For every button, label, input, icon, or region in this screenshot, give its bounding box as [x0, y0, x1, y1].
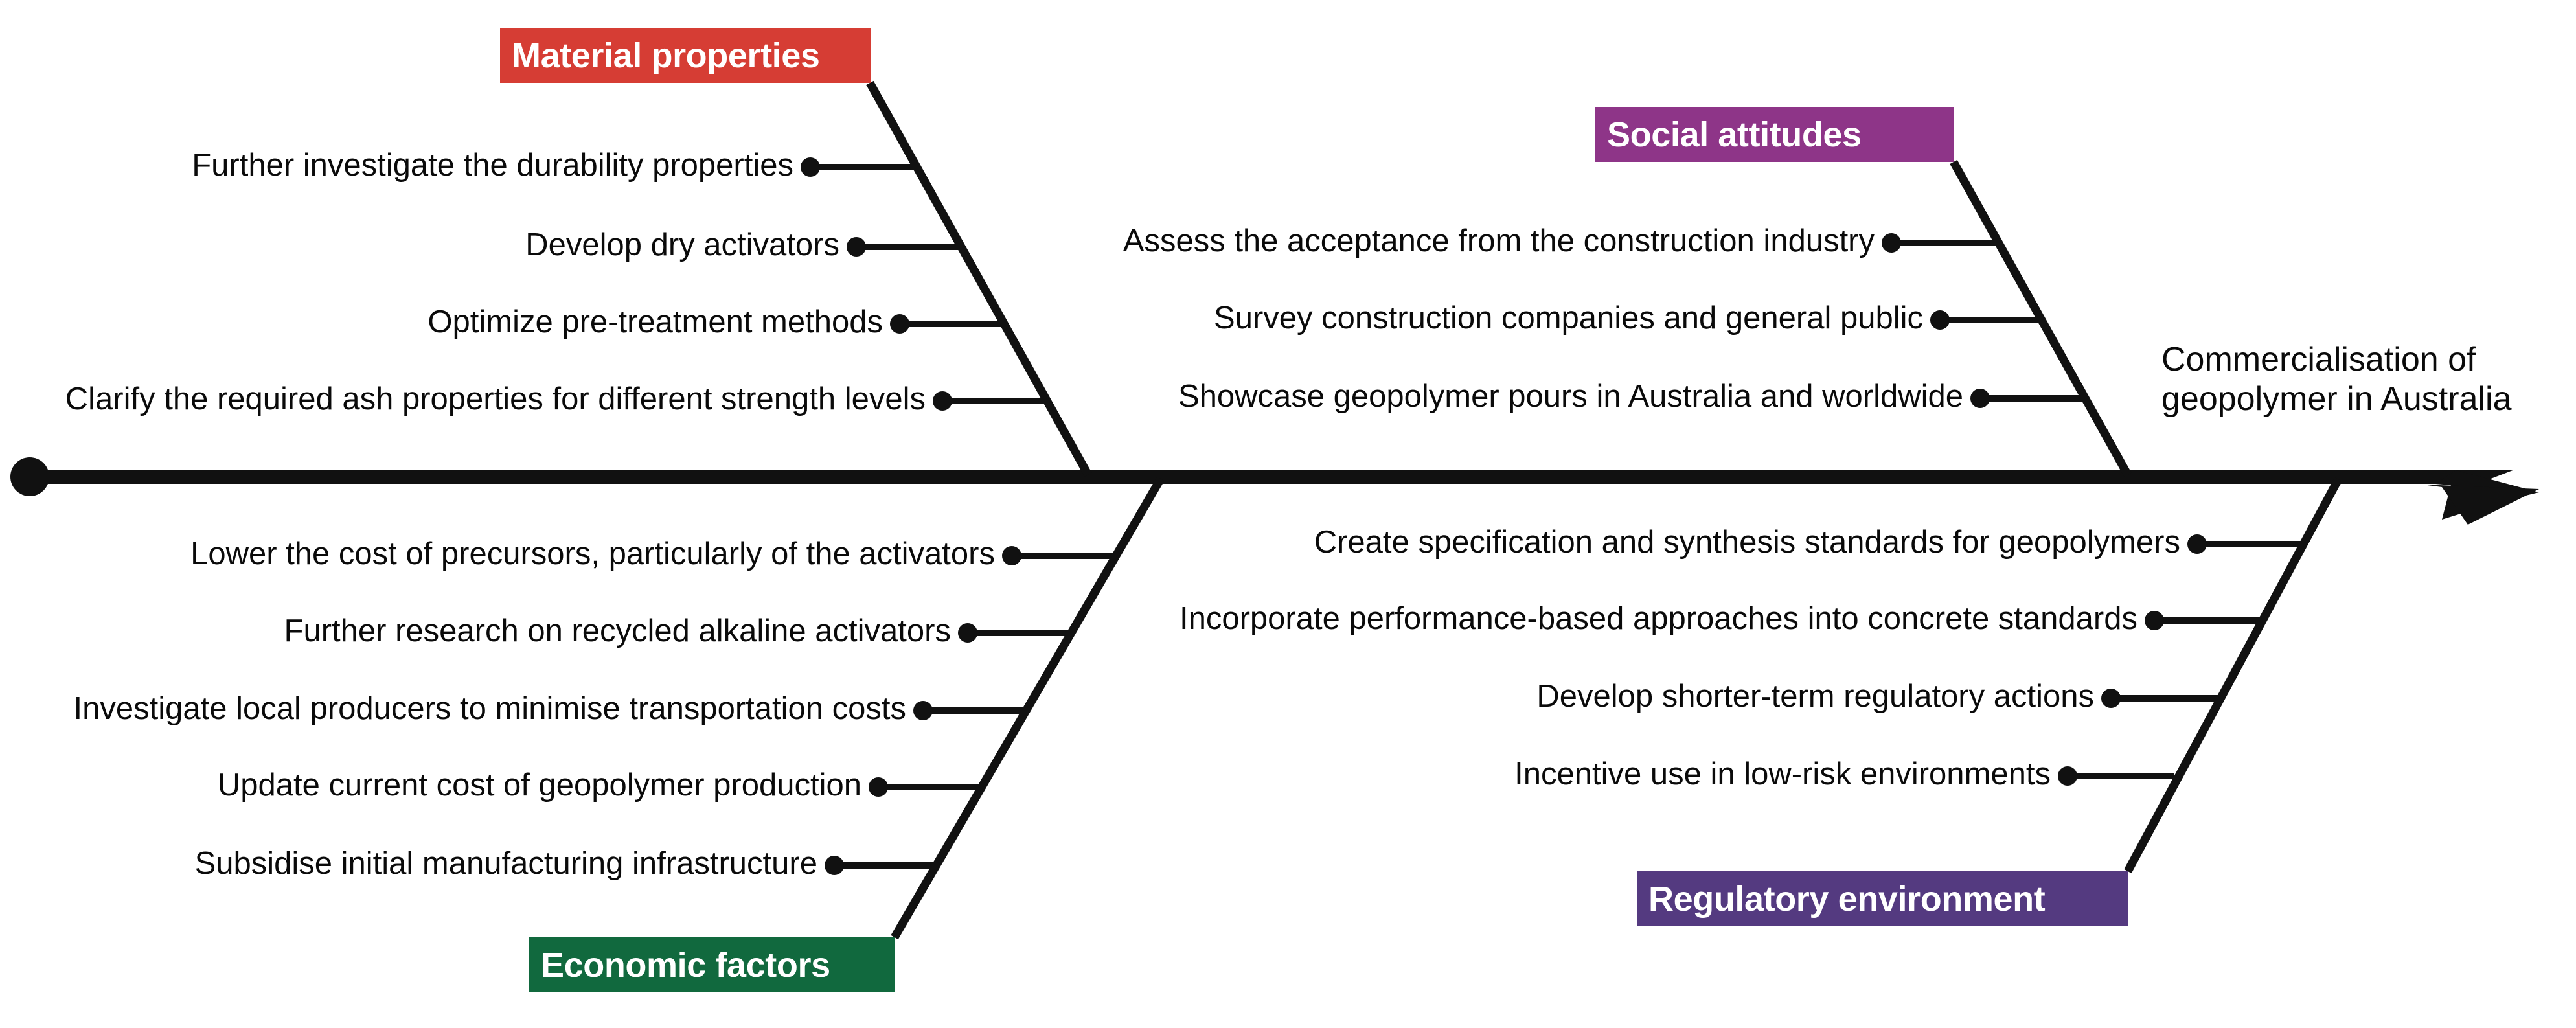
connector-dot — [825, 856, 844, 875]
connector-dot — [913, 701, 933, 720]
spine-arrow-wedge — [2422, 485, 2539, 525]
cause-economic-factors-5: Subsidise initial manufacturing infrastr… — [194, 846, 817, 881]
spine-group — [10, 457, 2539, 525]
branch-economic-factors — [825, 476, 1165, 940]
connector-dot — [2145, 611, 2164, 630]
connector-dot — [1002, 546, 1021, 565]
effect-head-text: Commercialisation of geopolymer in Austr… — [2161, 340, 2512, 420]
category-label-regulatory-environment[interactable]: Regulatory environment — [1637, 871, 2128, 926]
cause-material-properties-1: Further investigate the durability prope… — [192, 148, 793, 183]
connector-dot — [2187, 534, 2207, 554]
effect-line-1: Commercialisation of — [2161, 341, 2476, 378]
category-label-text: Material properties — [512, 36, 820, 75]
category-label-text: Social attitudes — [1607, 115, 1862, 154]
connector-dot — [2058, 766, 2077, 786]
branch-regulatory-environment — [2058, 477, 2342, 874]
cause-material-properties-3: Optimize pre-treatment methods — [427, 304, 883, 339]
cause-regulatory-environment-3: Develop shorter-term regulatory actions — [1536, 679, 2094, 714]
spine-arrow-head-fill — [2435, 470, 2539, 501]
category-label-social-attitudes[interactable]: Social attitudes — [1595, 107, 1954, 162]
connector-dot — [958, 623, 977, 643]
cause-material-properties-2: Develop dry activators — [525, 227, 839, 262]
category-label-material-properties[interactable]: Material properties — [500, 28, 871, 83]
cause-economic-factors-1: Lower the cost of precursors, particular… — [190, 536, 995, 571]
cause-social-attitudes-1: Assess the acceptance from the construct… — [1123, 223, 1875, 258]
cause-social-attitudes-2: Survey construction companies and genera… — [1214, 301, 1923, 336]
cause-social-attitudes-3: Showcase geopolymer pours in Australia a… — [1178, 379, 1963, 414]
connector-dot — [869, 777, 888, 797]
cause-regulatory-environment-2: Incorporate performance-based approaches… — [1179, 601, 2137, 636]
connector-dot — [1882, 233, 1901, 253]
connector-dot — [933, 391, 952, 411]
category-label-economic-factors[interactable]: Economic factors — [529, 937, 895, 992]
category-label-text: Regulatory environment — [1648, 879, 2046, 919]
cause-material-properties-4: Clarify the required ash properties for … — [65, 382, 926, 417]
effect-line-2: geopolymer in Australia — [2161, 380, 2512, 418]
connector-dot — [1930, 310, 1950, 330]
connector-dot — [847, 237, 866, 257]
category-label-text: Economic factors — [541, 945, 830, 985]
cause-regulatory-environment-4: Incentive use in low-risk environments — [1514, 757, 2051, 792]
cause-economic-factors-4: Update current cost of geopolymer produc… — [217, 768, 861, 803]
connector-dot — [1970, 389, 1990, 408]
connector-dot — [801, 157, 820, 177]
connector-dot — [890, 314, 909, 334]
cause-economic-factors-3: Investigate local producers to minimise … — [73, 691, 906, 726]
branch-material-properties — [801, 80, 1092, 477]
branch-line-material-properties — [866, 80, 1092, 477]
connector-dot — [2101, 689, 2121, 708]
cause-economic-factors-2: Further research on recycled alkaline ac… — [284, 613, 951, 648]
branch-social-attitudes — [1882, 159, 2132, 477]
cause-regulatory-environment-1: Create specification and synthesis stand… — [1314, 525, 2180, 560]
